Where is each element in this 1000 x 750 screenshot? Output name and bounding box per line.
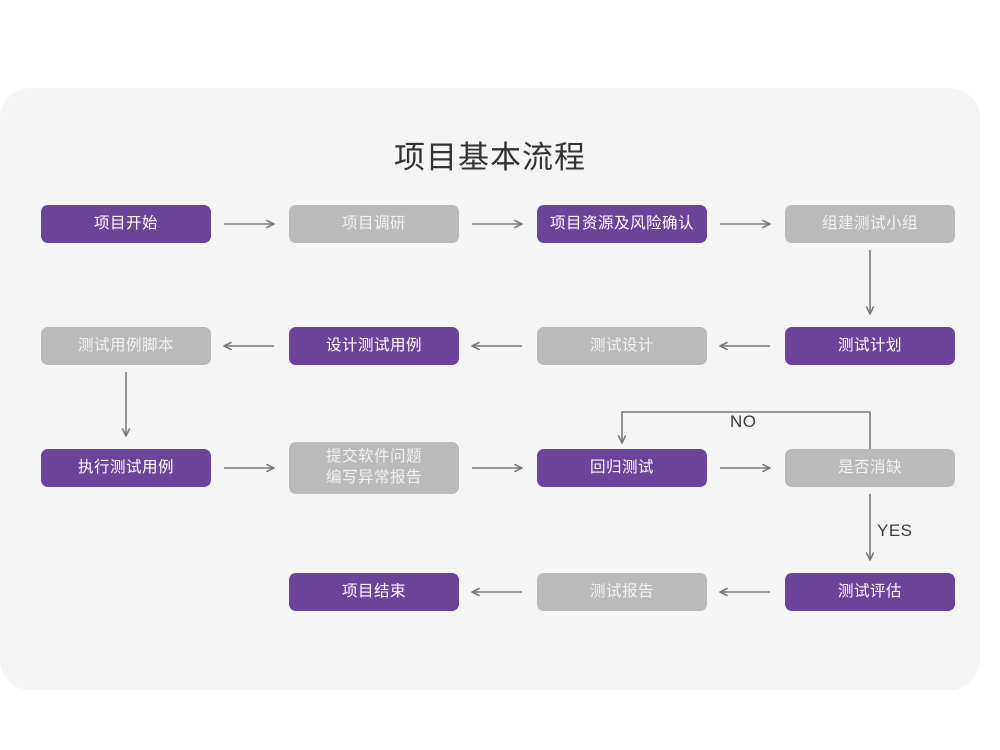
node-regression-test[interactable]: 回归测试 [537, 449, 707, 487]
node-test-report[interactable]: 测试报告 [537, 573, 707, 611]
node-test-plan[interactable]: 测试计划 [785, 327, 955, 365]
node-label: 项目结束 [341, 582, 406, 600]
node-form-test-team[interactable]: 组建测试小组 [785, 205, 955, 243]
node-project-start[interactable]: 项目开始 [41, 205, 211, 243]
node-defect-resolved-decision[interactable]: 是否消缺 [785, 449, 955, 487]
node-submit-defect-report[interactable]: 提交软件问题 编写异常报告 [289, 442, 459, 494]
edge-label-no: NO [730, 412, 757, 431]
node-label: 提交软件问题 编写异常报告 [325, 448, 422, 486]
node-label: 项目资源及风险确认 [549, 214, 694, 232]
node-execute-testcase[interactable]: 执行测试用例 [41, 449, 211, 487]
node-label: 测试报告 [589, 582, 654, 600]
node-label: 回归测试 [589, 458, 654, 476]
node-label: 测试设计 [589, 336, 654, 354]
node-test-design[interactable]: 测试设计 [537, 327, 707, 365]
edge-label-yes: YES [877, 521, 913, 540]
node-label: 项目开始 [93, 214, 158, 232]
node-project-end[interactable]: 项目结束 [289, 573, 459, 611]
node-label: 测试评估 [837, 582, 902, 600]
node-project-research[interactable]: 项目调研 [289, 205, 459, 243]
page-title: 项目基本流程 [394, 140, 586, 175]
node-testcase-script[interactable]: 测试用例脚本 [41, 327, 211, 365]
node-label: 执行测试用例 [77, 458, 174, 476]
node-resource-risk-confirm[interactable]: 项目资源及风险确认 [537, 205, 707, 243]
node-label: 设计测试用例 [325, 336, 422, 354]
node-label: 项目调研 [341, 214, 406, 232]
node-label: 组建测试小组 [821, 214, 918, 232]
node-design-testcase[interactable]: 设计测试用例 [289, 327, 459, 365]
node-label: 测试计划 [837, 336, 902, 354]
node-test-evaluation[interactable]: 测试评估 [785, 573, 955, 611]
node-label: 测试用例脚本 [77, 336, 174, 354]
node-label: 是否消缺 [837, 458, 902, 476]
